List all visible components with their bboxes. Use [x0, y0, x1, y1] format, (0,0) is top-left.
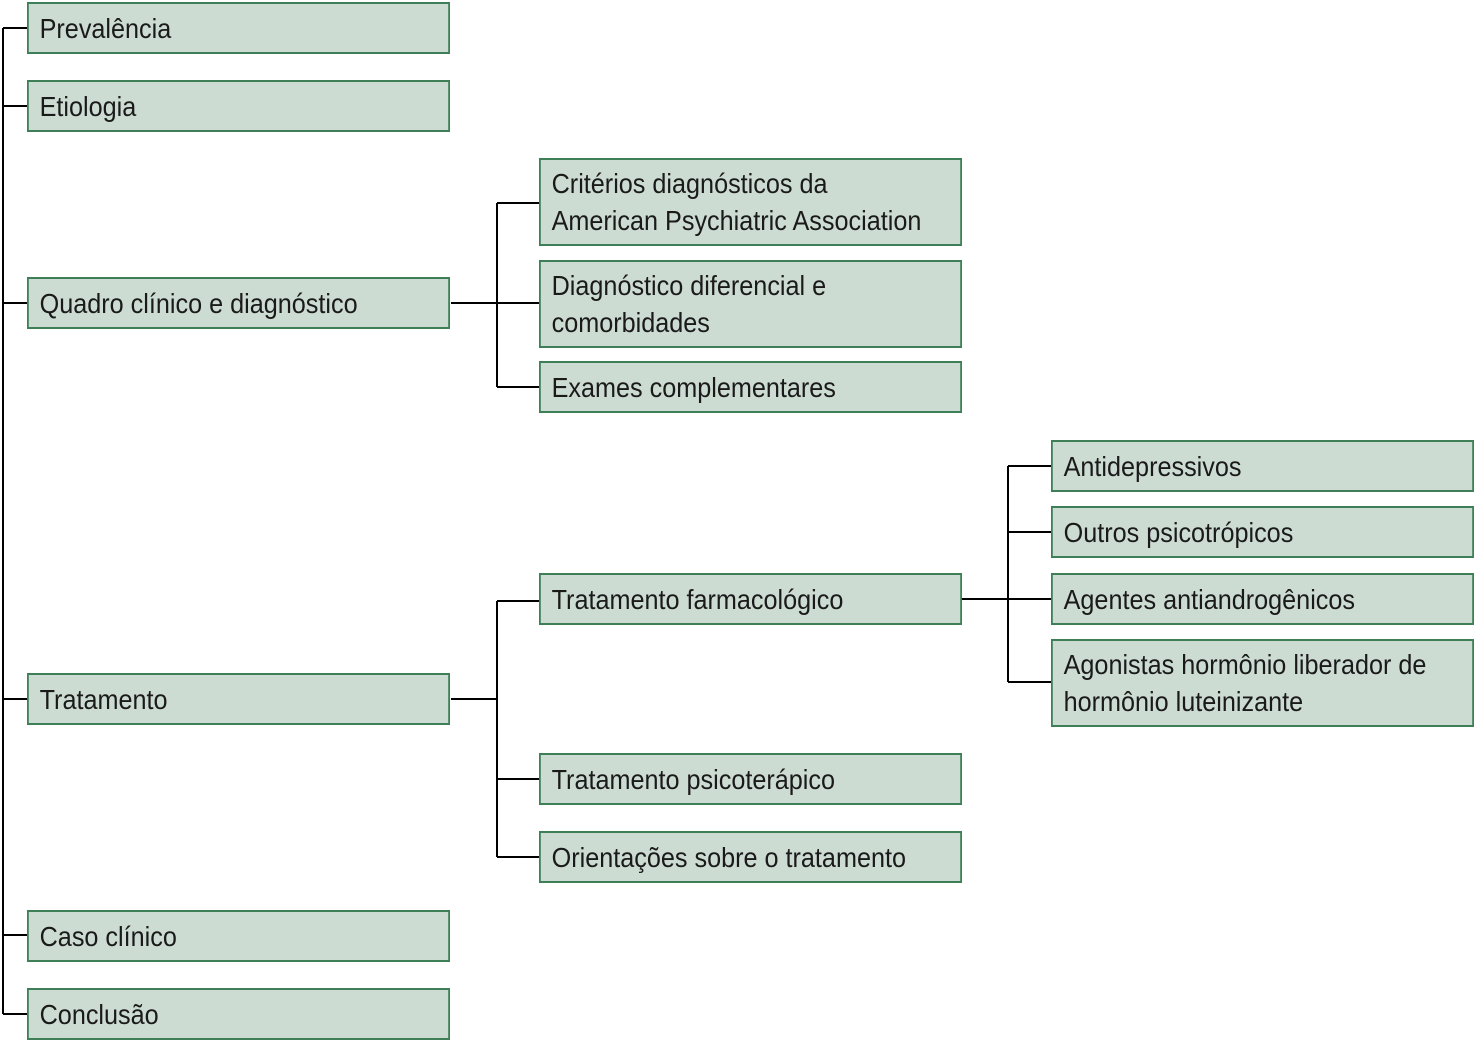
node-agentes-antiandrogenicos: Agentes antiandrogênicos — [1051, 573, 1474, 625]
node-antidepressivos: Antidepressivos — [1051, 440, 1474, 492]
node-label: Agonistas hormônio liberador de hormônio… — [1063, 649, 1427, 717]
node-exames-complementares: Exames complementares — [539, 361, 962, 413]
node-label: Critérios diagnósticos da American Psych… — [551, 168, 922, 236]
node-label: Tratamento — [39, 683, 168, 715]
node-prevalencia: Prevalência — [27, 2, 450, 54]
node-criterios-diagnosticos: Critérios diagnósticos da American Psych… — [539, 158, 962, 246]
node-label: Exames complementares — [551, 371, 836, 403]
node-label: Caso clínico — [39, 920, 177, 952]
node-conclusao: Conclusão — [27, 988, 450, 1040]
node-label: Diagnóstico diferencial e comorbidades — [551, 270, 827, 338]
node-label: Quadro clínico e diagnóstico — [39, 287, 358, 319]
node-caso-clinico: Caso clínico — [27, 910, 450, 962]
node-label: Agentes antiandrogênicos — [1063, 583, 1356, 615]
node-label: Etiologia — [39, 90, 137, 122]
node-tratamento: Tratamento — [27, 673, 450, 725]
node-quadro-clinico: Quadro clínico e diagnóstico — [27, 277, 450, 329]
node-label: Orientações sobre o tratamento — [551, 841, 906, 873]
node-label: Conclusão — [39, 998, 159, 1030]
node-label: Outros psicotrópicos — [1063, 516, 1294, 548]
node-label: Tratamento farmacológico — [551, 583, 844, 615]
node-tratamento-psicoterapico: Tratamento psicoterápico — [539, 753, 962, 805]
node-orientacoes-tratamento: Orientações sobre o tratamento — [539, 831, 962, 883]
node-diagnostico-diferencial: Diagnóstico diferencial e comorbidades — [539, 260, 962, 348]
node-label: Antidepressivos — [1063, 450, 1242, 482]
node-tratamento-farmacologico: Tratamento farmacológico — [539, 573, 962, 625]
node-outros-psicotropicos: Outros psicotrópicos — [1051, 506, 1474, 558]
node-label: Tratamento psicoterápico — [551, 763, 836, 795]
node-label: Prevalência — [39, 12, 172, 44]
node-agonistas-lhrh: Agonistas hormônio liberador de hormônio… — [1051, 639, 1474, 727]
node-etiologia: Etiologia — [27, 80, 450, 132]
